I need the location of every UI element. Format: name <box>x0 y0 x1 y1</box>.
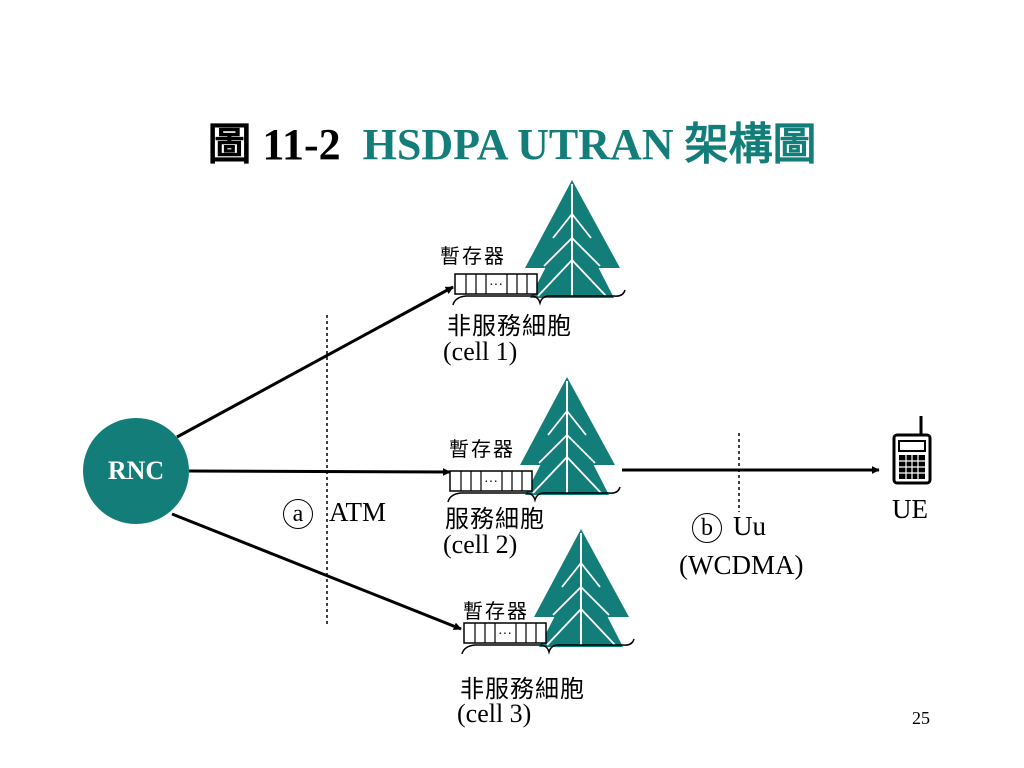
interface-a-label: ATM <box>329 497 387 527</box>
cell-2-buffer-label: 暫存器 <box>449 437 515 461</box>
slide-title: 圖 11-2 HSDPA UTRAN 架構圖 <box>0 108 1024 172</box>
base-station-tree-icon <box>519 376 616 496</box>
arrow-rnc-to-cell-1 <box>176 285 454 439</box>
cell-1-buffer-label: 暫存器 <box>440 244 506 268</box>
page-number: 25 <box>912 708 930 728</box>
cell-3-name: 非服務細胞 <box>460 675 585 703</box>
cell-2-id: (cell 2) <box>443 530 518 559</box>
base-station-tree-icon <box>533 528 630 648</box>
cell-1-name: 非服務細胞 <box>447 312 572 340</box>
cell-3-buffer-label: 暫存器 <box>463 599 529 623</box>
rnc-node: RNC <box>83 418 189 524</box>
interface-a-marker: a <box>283 499 313 529</box>
title-main: HSDPA UTRAN 架構圖 <box>362 120 817 169</box>
ue-label: UE <box>892 494 928 524</box>
interface-b-marker: b <box>692 513 722 543</box>
arrow-rnc-to-cell-3 <box>171 512 462 631</box>
buffer-queue-icon <box>449 470 533 492</box>
mobile-phone-icon <box>892 416 932 485</box>
arrow-rnc-to-cell-2 <box>188 467 451 476</box>
interface-b-label: Uu <box>733 511 766 541</box>
cell-1-id: (cell 1) <box>443 337 518 366</box>
buffer-queue-icon <box>463 622 547 644</box>
title-prefix: 圖 11-2 <box>207 120 341 169</box>
cell-2-name: 服務細胞 <box>445 505 545 533</box>
interface-b-sublabel: (WCDMA) <box>679 550 804 580</box>
cell-3-id: (cell 3) <box>457 699 532 728</box>
rnc-label: RNC <box>107 456 165 485</box>
buffer-queue-icon <box>454 273 538 295</box>
base-station-tree-icon <box>524 179 621 299</box>
